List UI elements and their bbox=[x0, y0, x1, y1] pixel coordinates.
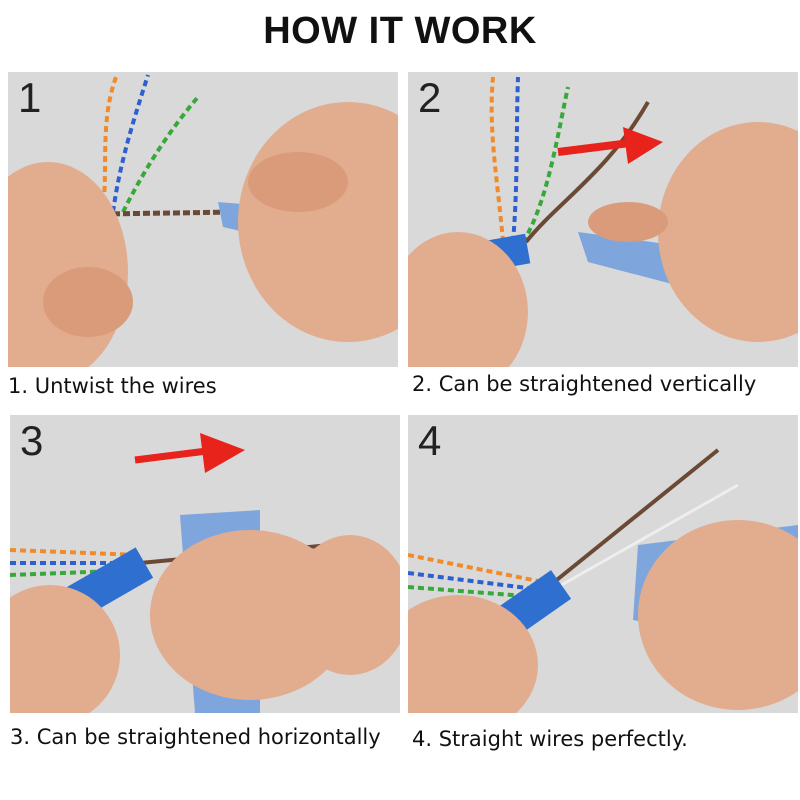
step-4-caption: 4. Straight wires perfectly. bbox=[412, 727, 688, 751]
step-2-caption: 2. Can be straightened vertically bbox=[412, 372, 757, 396]
step-number: 3 bbox=[20, 417, 44, 464]
step-4-photo: 4 bbox=[408, 415, 798, 713]
step-2-photo: 2 bbox=[408, 72, 798, 367]
step-1-photo: 1 bbox=[8, 72, 398, 367]
step-number: 1 bbox=[18, 74, 42, 121]
step-1-caption: 1. Untwist the wires bbox=[8, 374, 217, 398]
step-number: 4 bbox=[418, 417, 442, 464]
step-4-illustration bbox=[408, 415, 798, 713]
page-title: HOW IT WORK bbox=[263, 10, 537, 52]
step-1-illustration bbox=[8, 72, 398, 367]
step-3-illustration bbox=[10, 415, 400, 713]
step-3-caption: 3. Can be straightened horizontally bbox=[10, 725, 381, 749]
step-number: 2 bbox=[418, 74, 442, 121]
step-2-illustration bbox=[408, 72, 798, 367]
step-3-photo: 3 bbox=[10, 415, 400, 713]
